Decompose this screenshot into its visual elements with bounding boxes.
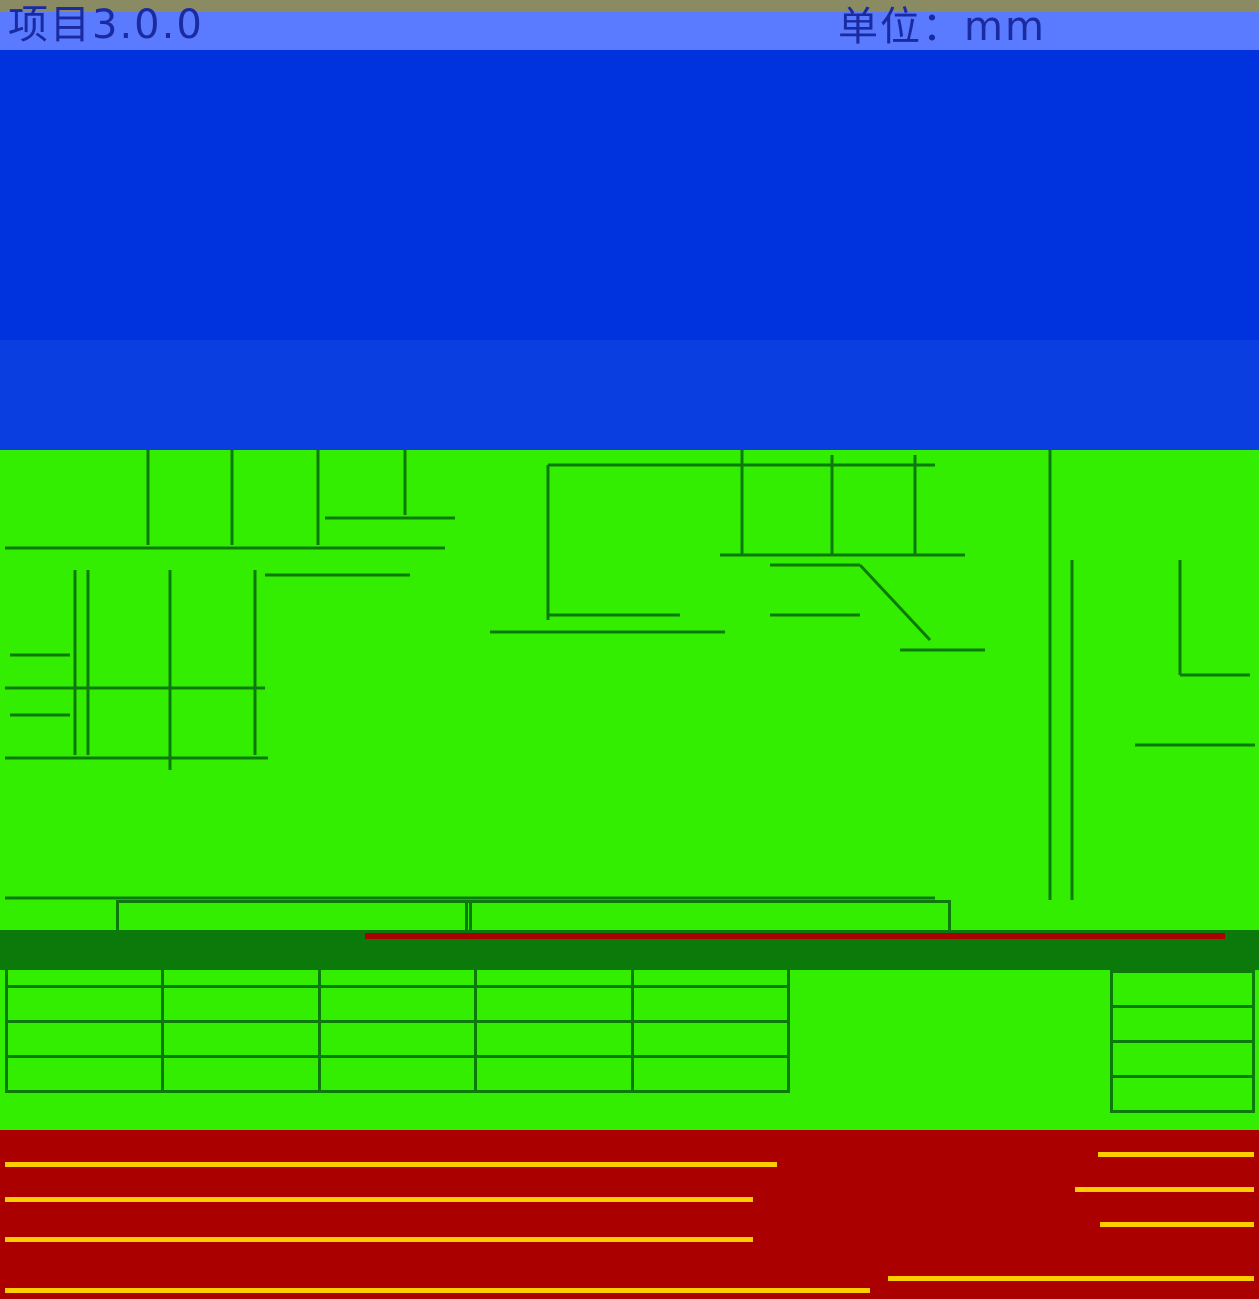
table-cell	[4, 1055, 165, 1093]
table-cell	[1110, 970, 1255, 1008]
footer-rule	[888, 1276, 1254, 1281]
blue-region-top	[0, 50, 1259, 340]
table-row	[4, 950, 791, 988]
table-row	[1110, 1040, 1255, 1078]
table-cell	[4, 1020, 165, 1058]
table-cell	[630, 1055, 791, 1093]
table-caption-left	[116, 900, 472, 942]
footer-rule	[5, 1197, 753, 1202]
table-cell	[474, 1055, 634, 1093]
table-cell	[630, 950, 791, 988]
table-cell	[630, 1020, 791, 1058]
footer-rule	[5, 1288, 870, 1293]
table-cell	[161, 950, 321, 988]
table-cell	[4, 950, 165, 988]
side-table	[1110, 970, 1255, 1113]
document-unit: 单位：mm	[838, 4, 1046, 50]
footer-rule	[1100, 1222, 1254, 1227]
table-cell	[317, 1020, 478, 1058]
table-cell	[1110, 1075, 1255, 1113]
table-cell	[317, 1055, 478, 1093]
footer-rule	[1075, 1187, 1254, 1192]
table-cell	[161, 1055, 321, 1093]
table-cell	[317, 985, 478, 1023]
table-cell	[161, 985, 321, 1023]
drawing-line	[858, 563, 932, 642]
table-cell	[630, 985, 791, 1023]
table-cell	[474, 950, 634, 988]
table-caption-right	[465, 900, 951, 942]
table-cell	[474, 1020, 634, 1058]
title-band	[0, 0, 1259, 12]
table-row	[4, 1020, 791, 1058]
document-title: 项目3.0.0	[8, 2, 204, 48]
footer-rule	[5, 1162, 777, 1167]
table-cell	[161, 1020, 321, 1058]
main-table	[4, 950, 791, 1093]
table-row	[1110, 1005, 1255, 1043]
blue-region-mid	[0, 340, 1259, 450]
table-cell	[474, 985, 634, 1023]
header-strip	[0, 12, 1259, 50]
table-cell	[4, 985, 165, 1023]
table-cell	[317, 950, 478, 988]
table-cell	[1110, 1040, 1255, 1078]
footer-rule	[5, 1237, 753, 1242]
table-row	[4, 1055, 791, 1093]
footer-rule	[1098, 1152, 1254, 1157]
divider-line	[365, 933, 1225, 939]
footer-region	[0, 1130, 1259, 1299]
table-row	[1110, 970, 1255, 1008]
table-cell	[1110, 1005, 1255, 1043]
table-row	[4, 985, 791, 1023]
table-row	[1110, 1075, 1255, 1113]
